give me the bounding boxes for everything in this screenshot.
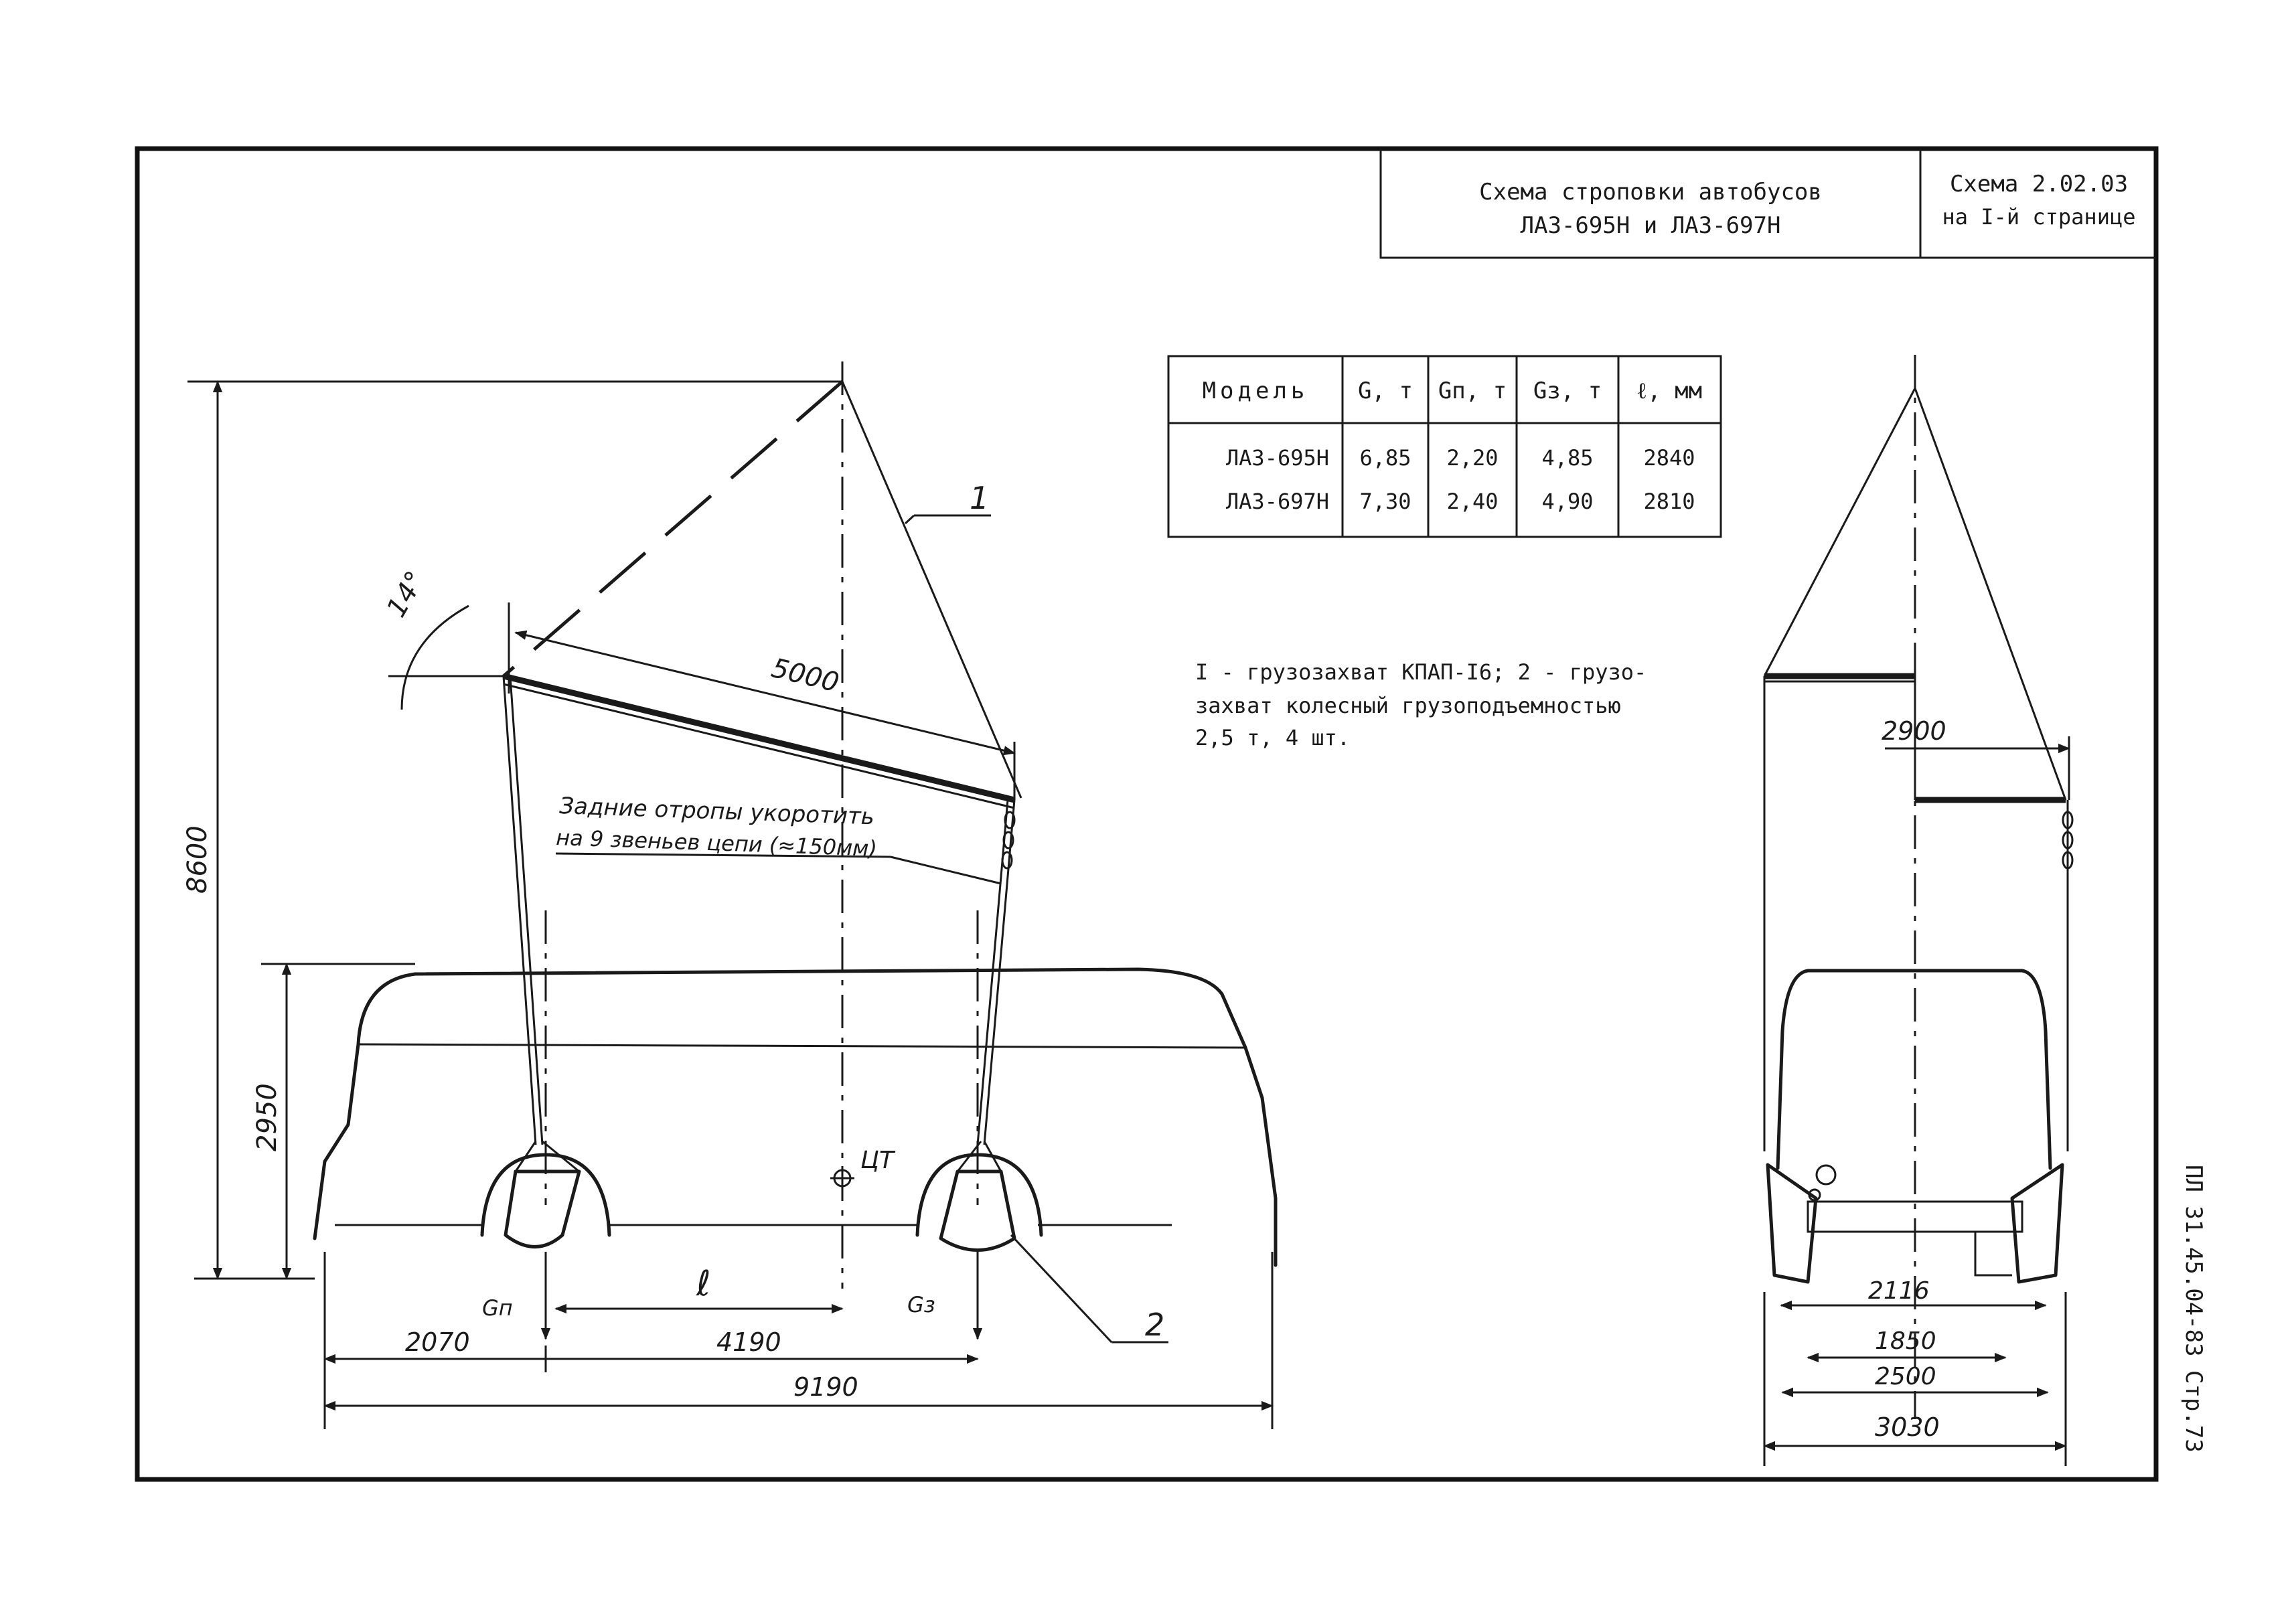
drawing-frame — [135, 146, 2159, 1482]
table-cell: 2810 — [1643, 489, 1695, 514]
table-cell: 4,85 — [1541, 445, 1593, 471]
note-line1: Задние отропы укоротить — [559, 793, 875, 830]
table-cell: ЛАЗ-695Н — [1226, 445, 1329, 471]
doc-code: ПЛ 31.45.04-83 Стр.73 — [2180, 1165, 2207, 1453]
table-cell: 6,85 — [1359, 445, 1411, 471]
cg-label: ЦТ — [860, 1147, 896, 1174]
rear-view: 2900 2116 1850 2500 3030 — [1763, 355, 2074, 1466]
title-line1: Схема строповки автобусов — [1479, 179, 1822, 206]
dim-front-overhang: 2070 — [405, 1327, 470, 1357]
dim-track-2: 1850 — [1875, 1327, 1936, 1355]
dim-cg: 4190 — [716, 1327, 781, 1357]
dim-track-1: 2116 — [1868, 1277, 1930, 1305]
callout-2: 2 — [1145, 1307, 1164, 1343]
table-cell: 2840 — [1643, 445, 1695, 471]
rear-load-label: Gз — [907, 1292, 935, 1317]
angle-label: 14° — [381, 566, 431, 623]
table-cell: 2,40 — [1446, 489, 1498, 514]
table-cell: 4,90 — [1541, 489, 1593, 514]
dim-height-body: 2950 — [252, 1083, 283, 1151]
table-cell: ЛАЗ-697Н — [1226, 489, 1329, 514]
legend-line1: I - грузозахват КПАП-I6; 2 - грузо- — [1195, 659, 1647, 685]
ref-line1: Схема 2.02.03 — [1950, 171, 2128, 197]
table-header-l: ℓ, мм — [1636, 378, 1702, 404]
dim-rear-beam: 2900 — [1882, 716, 1946, 746]
dim-width-total: 3030 — [1875, 1412, 1940, 1442]
front-load-label: Gп — [482, 1295, 513, 1321]
dim-beam-length: 5000 — [769, 653, 842, 698]
dim-width-body: 2500 — [1875, 1363, 1936, 1390]
dim-height-total: 8600 — [182, 825, 213, 894]
wheelbase-symbol: ℓ — [696, 1264, 710, 1304]
model-table: Модель G, т Gп, т Gз, т ℓ, мм ЛАЗ-695Н 6… — [1167, 355, 1722, 538]
title-block: Схема строповки автобусов ЛАЗ-695Н и ЛАЗ… — [1379, 149, 2156, 259]
table-header-gp: Gп, т — [1438, 378, 1507, 404]
table-header-model: Модель — [1203, 378, 1309, 404]
table-cell: 2,20 — [1446, 445, 1498, 471]
table-header-g: G, т — [1358, 378, 1413, 404]
side-view: 1 5000 14° Задние отропы укоротить на 9 … — [182, 361, 1278, 1429]
legend-line2: захват колесный грузоподъемностью — [1195, 693, 1621, 718]
legend-line3: 2,5 т, 4 шт. — [1195, 725, 1350, 750]
dim-total-length: 9190 — [793, 1372, 858, 1402]
table-cell: 7,30 — [1359, 489, 1411, 514]
title-line2: ЛАЗ-695Н и ЛАЗ-697Н — [1521, 212, 1781, 239]
ref-line2: на I-й странице — [1942, 204, 2136, 230]
legend: I - грузозахват КПАП-I6; 2 - грузо- захв… — [1195, 659, 1647, 750]
table-header-gz: Gз, т — [1533, 378, 1602, 404]
callout-1: 1 — [970, 480, 989, 516]
